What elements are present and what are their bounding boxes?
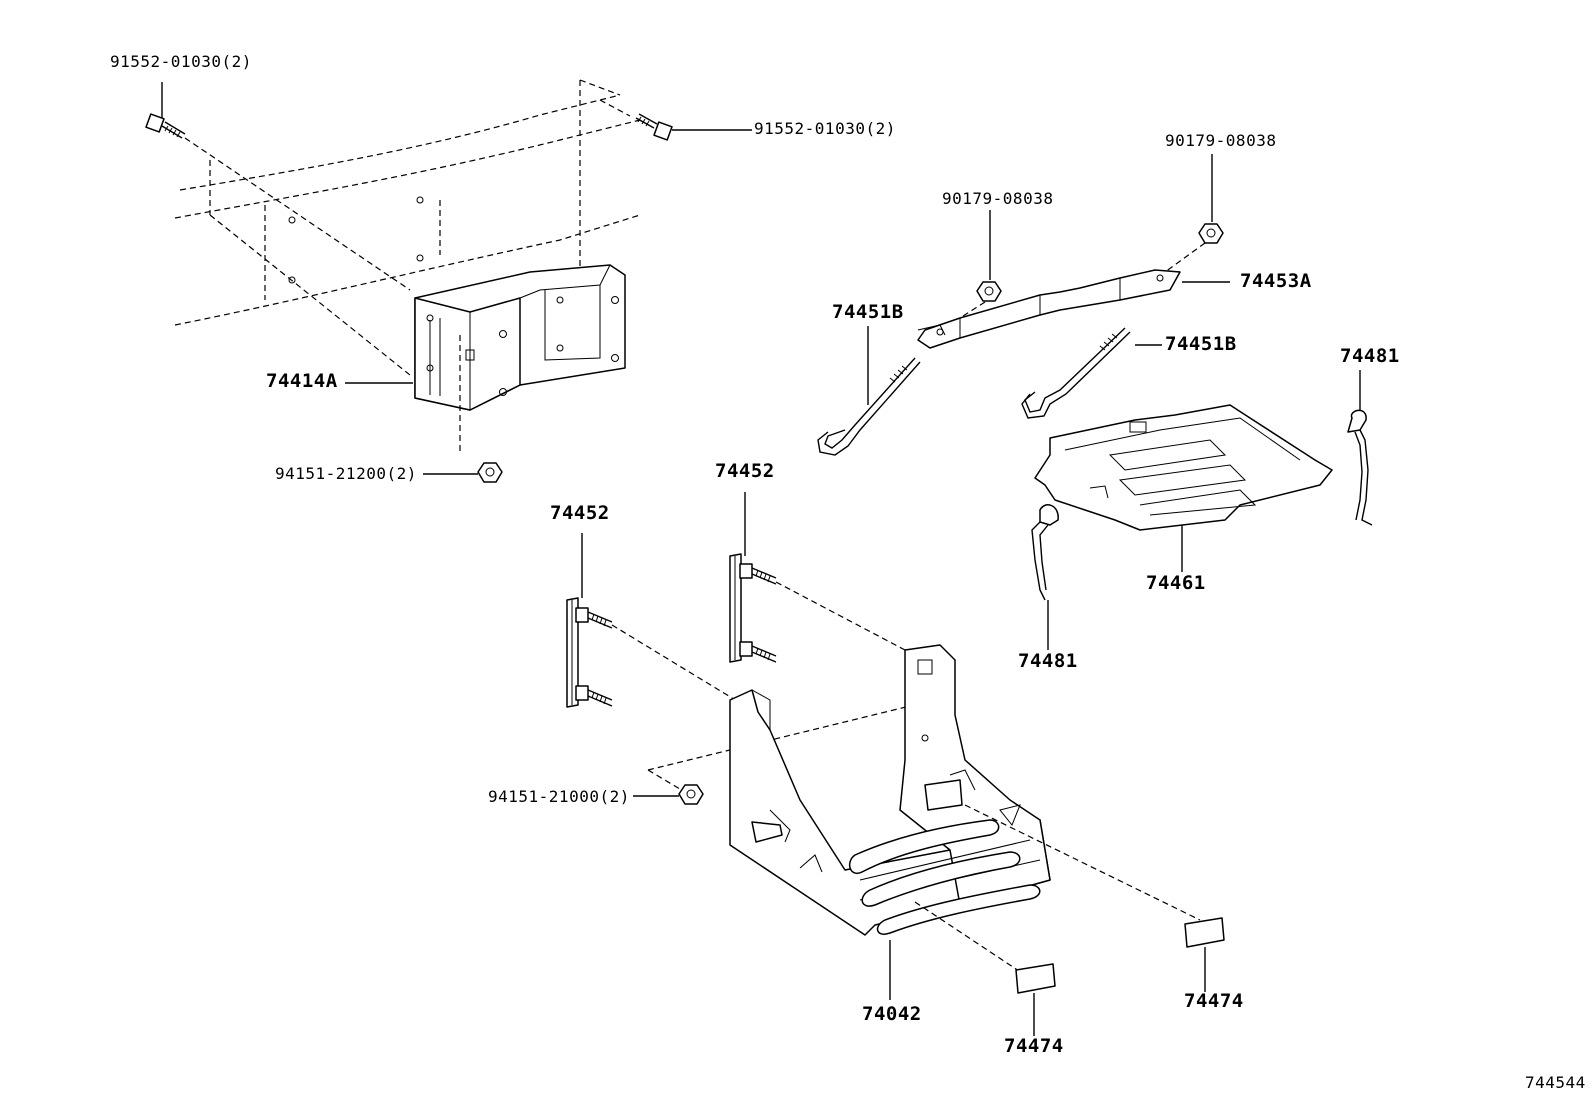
label-bolt-top-left: 91552-01030(2) <box>110 52 252 71</box>
clip-right <box>1347 370 1373 526</box>
nut-carrier <box>633 694 956 805</box>
pad-right <box>1184 917 1225 992</box>
pad-bottom <box>1015 963 1056 1036</box>
label-clamp-right: 74452 <box>715 460 775 482</box>
label-bracket-frame: 74414A <box>266 370 338 392</box>
label-nut-right-upper: 90179-08038 <box>1165 131 1277 150</box>
label-rod-right: 74451B <box>1165 333 1237 355</box>
nut-bracket <box>423 462 503 483</box>
nut-right-upper <box>1164 154 1224 273</box>
label-diagram-id: 744544 <box>1525 1073 1586 1092</box>
label-tray: 74042 <box>862 1003 922 1025</box>
insulator <box>1034 404 1333 572</box>
label-nut-center-upper: 90179-08038 <box>942 189 1054 208</box>
label-clamp-left: 74452 <box>550 502 610 524</box>
clip-left <box>1031 504 1059 650</box>
bolt-top-center <box>599 99 752 141</box>
holder-clamp <box>917 269 1230 349</box>
label-nut-bracket: 94151-21200(2) <box>275 464 417 483</box>
label-clip-right: 74481 <box>1340 345 1400 367</box>
label-clip-left: 74481 <box>1018 650 1078 672</box>
label-nut-carrier: 94151-21000(2) <box>488 787 630 806</box>
nut-center-upper <box>959 210 1002 319</box>
label-rod-left: 74451B <box>832 301 904 323</box>
label-holder-clamp: 74453A <box>1240 270 1312 292</box>
rod-right <box>1021 327 1162 419</box>
label-pad-bottom: 74474 <box>1004 1035 1064 1057</box>
rod-left <box>817 326 921 456</box>
label-pad-right: 74474 <box>1184 990 1244 1012</box>
clamp-right <box>729 492 906 663</box>
label-bolt-top-center: 91552-01030(2) <box>754 119 896 138</box>
label-insulator: 74461 <box>1146 572 1206 594</box>
bracket-74414a <box>345 264 626 455</box>
bolt-top-left <box>145 82 411 376</box>
carrier-tray <box>729 644 1201 1000</box>
